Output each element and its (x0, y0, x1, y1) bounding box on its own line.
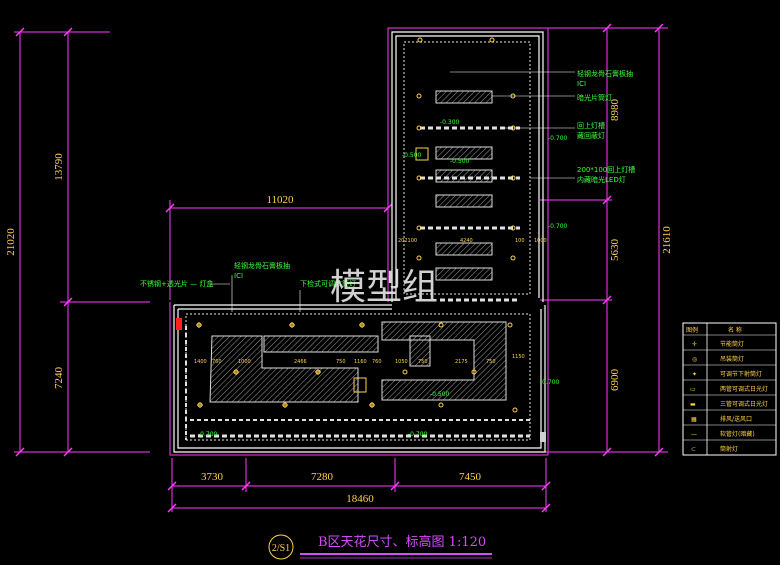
legend-row-name: 软管灯(暗藏) (720, 430, 755, 438)
svg-text:-0.700: -0.700 (548, 223, 568, 230)
svg-text:1000: 1000 (238, 359, 251, 365)
svg-text:1150: 1150 (512, 354, 525, 360)
annotation-stainless-box: 不锈钢+透光片 — 灯盒 (140, 279, 213, 288)
legend-symbol-icon: ✦ (692, 371, 697, 378)
annotation-hidden-light: 藏回蔽灯 (577, 131, 605, 140)
annotation-gypsum-board: 轻钢龙骨石膏板抽 (577, 69, 633, 78)
legend-row-name: 吊装筒灯 (720, 355, 744, 363)
svg-text:-0.700: -0.700 (548, 135, 568, 142)
svg-text:202100: 202100 (398, 238, 417, 244)
dim-bottom-total: 18460 (346, 493, 374, 505)
legend-symbol-icon: ✛ (692, 341, 697, 348)
dim-right-c: 6900 (609, 369, 621, 392)
dim-right-a: 8980 (609, 99, 621, 122)
dim-left-upper: 13790 (53, 153, 65, 181)
leader-lines (210, 71, 575, 312)
legend-row-name: 排风/送风口 (720, 415, 752, 423)
annotation-ici-2: ICI (234, 272, 243, 280)
svg-text:1400: 1400 (194, 359, 207, 365)
dim-bottom-c: 7450 (459, 471, 482, 483)
svg-text:-0.500: -0.500 (402, 152, 422, 159)
sheet-number: 2/S1 (272, 543, 290, 554)
dimension-ticks (15, 23, 664, 513)
annotation-ici: ICI (577, 80, 586, 88)
dim-right-total: 21610 (661, 226, 673, 254)
annotation-gypsum-board-2: 轻钢龙骨石膏板抽 (234, 261, 290, 270)
annotation-led: 内藏暗光LED灯 (577, 175, 626, 184)
light-troughs (415, 90, 520, 302)
legend-table: 图例 名 称 ✛ 节能筒灯 ◎ 吊装筒灯 ✦ 可调节下射筒灯 ▭ 两管可调式日光… (682, 322, 777, 456)
svg-text:4240: 4240 (460, 238, 473, 244)
legend-row-name: 筒射灯 (720, 445, 738, 453)
svg-text:750: 750 (486, 359, 496, 365)
inner-dimensions: 202100 4240 100 1000 1400 760 1000 2466 … (194, 238, 547, 365)
dim-left-total: 21020 (5, 228, 17, 256)
svg-text:-0.500: -0.500 (450, 158, 470, 165)
dimension-lines (14, 27, 668, 512)
svg-text:760: 760 (372, 359, 382, 365)
annotation-adjustable-downlight: 下检式可调节筒灯 (300, 279, 356, 288)
svg-text:-0.700: -0.700 (408, 431, 428, 438)
watermark: 模型组 (330, 267, 438, 308)
legend-header-symbol: 图例 (686, 326, 698, 334)
svg-text:1160: 1160 (354, 359, 367, 365)
annotation-light-trough: 回上灯槽 (577, 121, 605, 130)
svg-text:750: 750 (418, 359, 428, 365)
dim-top-width: 11020 (266, 194, 294, 206)
dim-bottom-a: 3730 (201, 471, 224, 483)
fixture-crosses (196, 322, 375, 408)
legend-symbol-icon: — (691, 431, 697, 438)
legend-symbol-icon: ▭ (690, 386, 696, 393)
title-block: 2/S1 B区天花尺寸、标高图 1:120 (268, 534, 492, 560)
walls (173, 31, 546, 453)
legend-row-name: 两管可调式日光灯 (720, 385, 768, 393)
svg-text:100: 100 (515, 238, 525, 244)
annotation-downlight: 暗光片筒灯 (577, 93, 612, 102)
svg-text:-0.700: -0.700 (540, 379, 560, 386)
svg-text:-0.500: -0.500 (430, 391, 450, 398)
svg-text:2466: 2466 (294, 359, 307, 365)
legend-row-name: 三管可调式日光灯 (720, 400, 768, 408)
legend-row-name: 可调节下射筒灯 (720, 370, 762, 378)
svg-text:-0.300: -0.300 (440, 119, 460, 126)
annotation-trough-size: 200*100回上灯槽 (577, 165, 635, 174)
dim-bottom-b: 7280 (311, 471, 334, 483)
svg-text:1000: 1000 (534, 238, 547, 244)
lower-bulkheads (185, 321, 530, 440)
red-fixture (176, 318, 182, 330)
legend-symbol-icon: ▦ (691, 416, 697, 423)
dim-right-b: 5630 (609, 239, 621, 262)
level-markers: -0.300 -0.500 -0.500 -0.700 -0.700 -0.70… (198, 119, 568, 438)
svg-text:760: 760 (212, 359, 222, 365)
legend-symbol-icon: ◎ (692, 356, 697, 363)
svg-text:1050: 1050 (395, 359, 408, 365)
svg-text:750: 750 (336, 359, 346, 365)
svg-text:2175: 2175 (455, 359, 468, 365)
svg-text:-0.700: -0.700 (198, 431, 218, 438)
legend-header-name: 名 称 (728, 326, 742, 334)
vent-marker (540, 432, 546, 442)
dim-left-lower: 7240 (53, 367, 65, 390)
drawing-title: B区天花尺寸、标高图 1:120 (318, 534, 486, 550)
legend-symbol-icon: ▬ (690, 401, 696, 408)
legend-row-name: 节能筒灯 (720, 340, 744, 348)
legend-symbol-icon: ⊂ (691, 446, 696, 453)
